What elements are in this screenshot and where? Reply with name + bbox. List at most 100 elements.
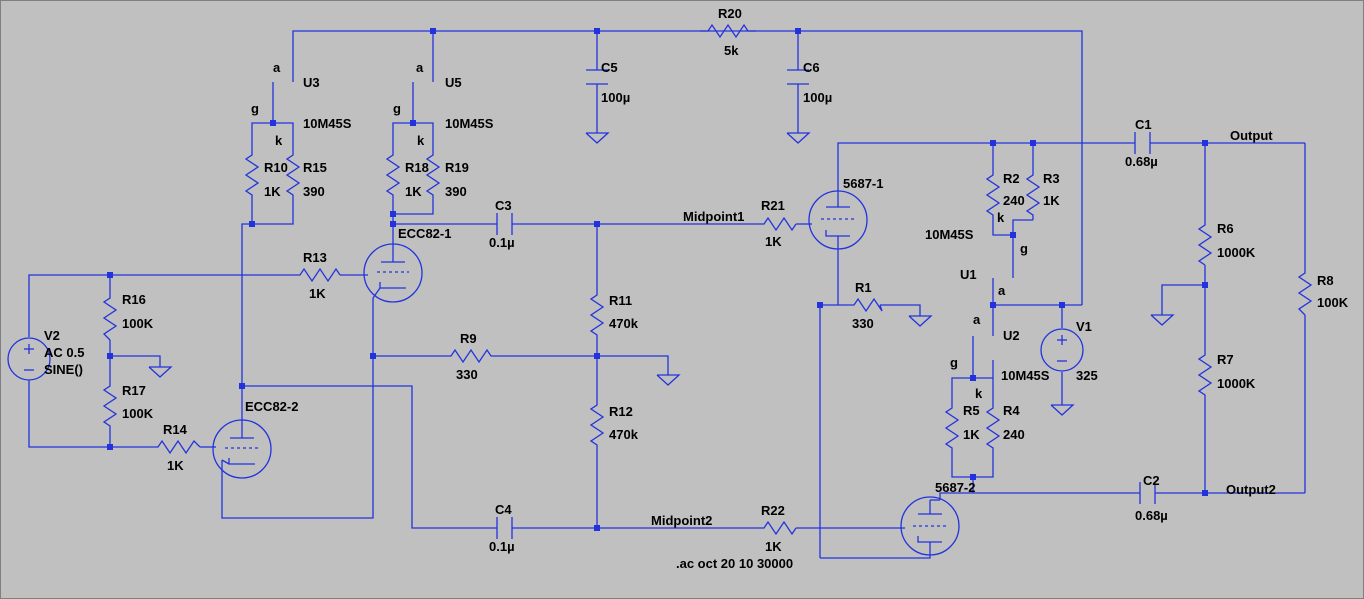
u5-val-label: 10M45S (445, 116, 494, 131)
resistor-r17[interactable]: R17 100K (102, 378, 154, 430)
v2-val2-label: SINE() (44, 362, 83, 377)
resistor-r20[interactable]: R20 5k (700, 6, 756, 58)
resistor-r16[interactable]: R16 100K (102, 290, 154, 341)
resistor-r18[interactable]: R18 1K (385, 145, 429, 205)
resistor-r1[interactable]: R1 330 (850, 280, 883, 331)
c2-val-label: 0.68µ (1135, 508, 1168, 523)
r10-val-label: 1K (264, 184, 281, 199)
r6-label: R6 (1217, 221, 1234, 236)
c5-val-label: 100µ (601, 90, 630, 105)
u5-label: U5 (445, 75, 462, 90)
r2-val-label: 240 (1003, 193, 1025, 208)
r9-label: R9 (460, 331, 477, 346)
resistor-r13[interactable]: R13 1K (293, 250, 341, 301)
u2-a-label: a (973, 312, 981, 327)
capacitor-c1[interactable]: C1 0.68µ (1125, 117, 1158, 169)
c5-label: C5 (601, 60, 618, 75)
resistor-r3[interactable]: R3 1K (1025, 165, 1060, 220)
r14-val-label: 1K (167, 458, 184, 473)
r22-val-label: 1K (765, 539, 782, 554)
u1-g-label: g (1020, 241, 1028, 256)
resistor-r12[interactable]: R12 470k (589, 395, 639, 450)
r16-label: R16 (122, 292, 146, 307)
net-label-midpoint1: Midpoint1 (683, 209, 744, 224)
spice-directive[interactable]: .ac oct 20 10 30000 (676, 556, 793, 571)
ccs-u5[interactable]: a U5 g k 10M45S (393, 60, 494, 148)
r22-label: R22 (761, 503, 785, 518)
u1-k-label: k (997, 210, 1005, 225)
resistor-r4[interactable]: R4 240 (985, 398, 1025, 455)
resistor-r2[interactable]: R2 240 (985, 165, 1025, 220)
c2-label: C2 (1143, 473, 1160, 488)
tube-ecc82-1[interactable]: ECC82-1 (363, 226, 451, 303)
u2-k-label: k (975, 386, 983, 401)
ground-r1 (908, 315, 933, 327)
r17-val-label: 100K (122, 406, 154, 421)
tube-5687-2[interactable]: 5687-2 (900, 480, 975, 556)
c3-label: C3 (495, 198, 512, 213)
r5-label: R5 (963, 403, 980, 418)
r20-label: R20 (718, 6, 742, 21)
r19-val-label: 390 (445, 184, 467, 199)
voltage-source-v1[interactable]: V1 325 (1040, 319, 1098, 383)
resistor-r5[interactable]: R5 1K (944, 398, 980, 455)
u1-a-label: a (998, 283, 1006, 298)
r16-val-label: 100K (122, 316, 154, 331)
ccs-u2[interactable]: a U2 g k 10M45S (950, 312, 1050, 401)
wires[interactable] (28, 30, 1306, 559)
r2-label: R2 (1003, 171, 1020, 186)
resistor-r6[interactable]: R6 1000K (1197, 215, 1256, 266)
c4-val-label: 0.1µ (489, 539, 515, 554)
ccs-u3[interactable]: a U3 g k 10M45S (251, 60, 352, 148)
resistor-r11[interactable]: R11 470k (589, 285, 639, 340)
u3-a-label: a (273, 60, 281, 75)
u5-a-label: a (416, 60, 424, 75)
r12-val-label: 470k (609, 427, 639, 442)
r19-label: R19 (445, 160, 469, 175)
tube-5687-1[interactable]: 5687-1 (808, 176, 883, 250)
resistor-r21[interactable]: R21 1K (756, 198, 797, 249)
u2-val-label: 10M45S (1001, 368, 1050, 383)
r11-label: R11 (609, 293, 632, 308)
u5-k-label: k (417, 133, 425, 148)
c3-val-label: 0.1µ (489, 235, 515, 250)
r9-val-label: 330 (456, 367, 478, 382)
v1-val-label: 325 (1076, 368, 1098, 383)
resistor-r22[interactable]: R22 1K (756, 503, 797, 554)
r6-val-label: 1000K (1217, 245, 1256, 260)
r20-val-label: 5k (724, 43, 739, 58)
c4-label: C4 (495, 502, 512, 517)
u3-label: U3 (303, 75, 320, 90)
r18-label: R18 (405, 160, 429, 175)
u5-g-label: g (393, 101, 401, 116)
resistor-r10[interactable]: R10 1K (244, 145, 288, 205)
ccs-u1[interactable]: 10M45S k g U1 a (925, 210, 1028, 298)
resistor-r15[interactable]: R15 390 (285, 145, 327, 205)
resistor-r8[interactable]: R8 100K (1297, 265, 1349, 316)
r4-label: R4 (1003, 403, 1020, 418)
r4-val-label: 240 (1003, 427, 1025, 442)
ecc2-label: ECC82-2 (245, 399, 298, 414)
junctions (107, 28, 1208, 531)
resistor-r9[interactable]: R9 330 (443, 331, 495, 382)
resistor-r7[interactable]: R7 1000K (1197, 345, 1256, 400)
capacitor-c6[interactable]: C6 100µ (786, 60, 832, 144)
tube-ecc82-2[interactable]: ECC82-2 (212, 399, 298, 479)
u3-val-label: 10M45S (303, 116, 352, 131)
resistor-r19[interactable]: R19 390 (425, 145, 469, 205)
capacitor-c5[interactable]: C5 100µ (585, 60, 630, 144)
r13-label: R13 (303, 250, 327, 265)
resistor-r14[interactable]: R14 1K (150, 422, 201, 473)
voltage-source-v2[interactable]: V2 AC 0.5 SINE() (7, 328, 84, 381)
r7-label: R7 (1217, 352, 1234, 367)
v1-label: V1 (1076, 319, 1092, 334)
net-label-midpoint2: Midpoint2 (651, 513, 712, 528)
capacitor-c4[interactable]: C4 0.1µ (489, 502, 515, 554)
ground-r6 (1150, 314, 1175, 326)
capacitor-c2[interactable]: C2 0.68µ (1135, 473, 1168, 523)
r8-val-label: 100K (1317, 295, 1349, 310)
r14-label: R14 (163, 422, 188, 437)
capacitor-c3[interactable]: C3 0.1µ (489, 198, 515, 250)
u1-label: U1 (960, 267, 977, 282)
